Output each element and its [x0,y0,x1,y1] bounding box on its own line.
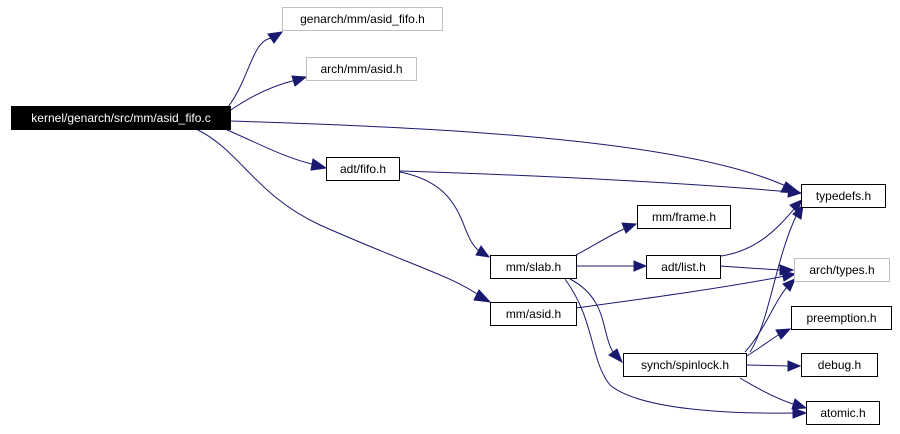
arrowhead [608,348,623,364]
node-arch-types-h: arch/types.h [794,258,890,282]
arrowhead [775,328,792,340]
arrowhead [621,222,638,234]
edge-root-to-mm-asid-h [195,128,481,297]
edge-synch-spinlock-h-to-atomic-h [739,377,797,406]
node-debug-h[interactable]: debug.h [801,353,878,377]
node-root-kernel-genarch-src-mm-asid-fifo-c: kernel/genarch/src/mm/asid_fifo.c [11,106,231,130]
edge-adt-fifo-h-to-typedefs-h [399,170,792,193]
arrowhead [787,186,803,198]
edge-mm-asid-h-to-arch-types-h [575,275,786,309]
arrowhead [789,199,803,213]
node-adt-list-h[interactable]: adt/list.h [646,255,721,279]
arrowhead [475,245,491,258]
edge-mm-slab-h-to-synch-spinlock-h [569,278,616,356]
edges [195,31,808,419]
edge-synch-spinlock-h-to-debug-h [746,364,791,367]
edge-root-to-typedefs-h [229,120,791,189]
edge-root-to-adt-fifo-h [224,128,317,166]
edge-synch-spinlock-h-to-arch-types-h [744,285,789,353]
node-preemption-h[interactable]: preemption.h [791,306,892,330]
arrowhead [633,260,648,272]
arrowhead [473,289,492,303]
node-typedefs-h[interactable]: typedefs.h [801,184,886,208]
edge-root-to-arch-mm-asid-h [227,79,297,113]
edge-adt-list-h-to-typedefs-h [720,207,796,257]
edge-synch-spinlock-h-to-typedefs-h [749,213,798,353]
edge-adt-fifo-h-to-mm-slab-h [399,171,481,253]
arrowhead [792,407,808,419]
edge-root-to-genarch-mm-asid-fifo-h [227,37,273,108]
node-mm-frame-h[interactable]: mm/frame.h [637,205,731,229]
edge-adt-list-h-to-arch-types-h [720,265,783,271]
arrowhead [291,75,308,87]
arrowhead [787,360,802,372]
node-atomic-h[interactable]: atomic.h [806,401,880,425]
edge-synch-spinlock-h-to-preemption-h [744,333,781,358]
node-synch-spinlock-h[interactable]: synch/spinlock.h [623,353,747,377]
arrowhead [310,158,328,171]
node-mm-slab-h[interactable]: mm/slab.h [490,255,577,279]
node-genarch-mm-asid-fifo-h: genarch/mm/asid_fifo.h [282,7,443,31]
node-adt-fifo-h[interactable]: adt/fifo.h [326,157,400,181]
node-mm-asid-h[interactable]: mm/asid.h [490,302,577,326]
arrowhead [782,278,796,292]
arrowhead [267,31,284,44]
arrowhead [792,203,804,220]
edge-mm-slab-h-to-atomic-h [564,278,796,414]
node-arch-mm-asid-h: arch/mm/asid.h [306,57,417,81]
edge-mm-slab-h-to-mm-frame-h [575,227,627,256]
arrowhead [791,398,808,410]
arrowhead [781,270,797,282]
